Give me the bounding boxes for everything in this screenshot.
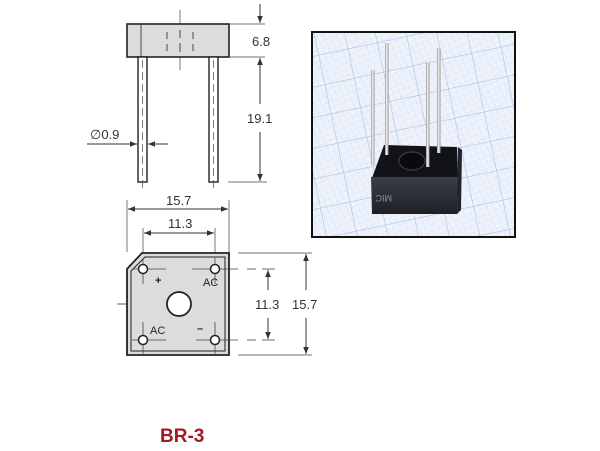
dim-body-height: 6.8	[252, 34, 270, 49]
photo-lead	[426, 62, 430, 167]
label-positive: +	[155, 275, 161, 287]
dim-lead-diameter: ∅0.9	[90, 127, 119, 142]
pin-ac-1	[209, 263, 221, 275]
label-ac-bottom: AC	[150, 325, 165, 337]
mounting-hole	[166, 291, 192, 317]
dim-lead-length: 19.1	[247, 111, 272, 126]
side-body	[126, 23, 230, 58]
dim-pin-spacing-horizontal: 11.3	[168, 216, 192, 231]
pin-positive	[137, 263, 149, 275]
case-marking: MIC	[375, 193, 392, 203]
photo-lead	[437, 48, 441, 153]
pin-negative	[209, 334, 221, 346]
side-view: 6.8 19.1 ∅0.9	[87, 4, 272, 190]
label-negative: –	[197, 323, 203, 335]
top-view: 15.7 11.3 + AC AC –	[117, 193, 317, 356]
hidden-lines	[166, 30, 194, 52]
part-title: BR-3	[160, 426, 205, 447]
bridge-case	[371, 177, 458, 214]
photo-frame	[311, 31, 516, 238]
photo-lead	[385, 43, 389, 155]
dim-width: 15.7	[166, 193, 191, 208]
dim-height: 15.7	[292, 297, 317, 312]
dim-pin-spacing-vertical: 11.3	[255, 297, 279, 312]
label-ac-top: AC	[203, 277, 218, 289]
component-photo: MIC	[311, 31, 516, 238]
photo-lead	[371, 70, 375, 165]
pin-ac-2	[137, 334, 149, 346]
